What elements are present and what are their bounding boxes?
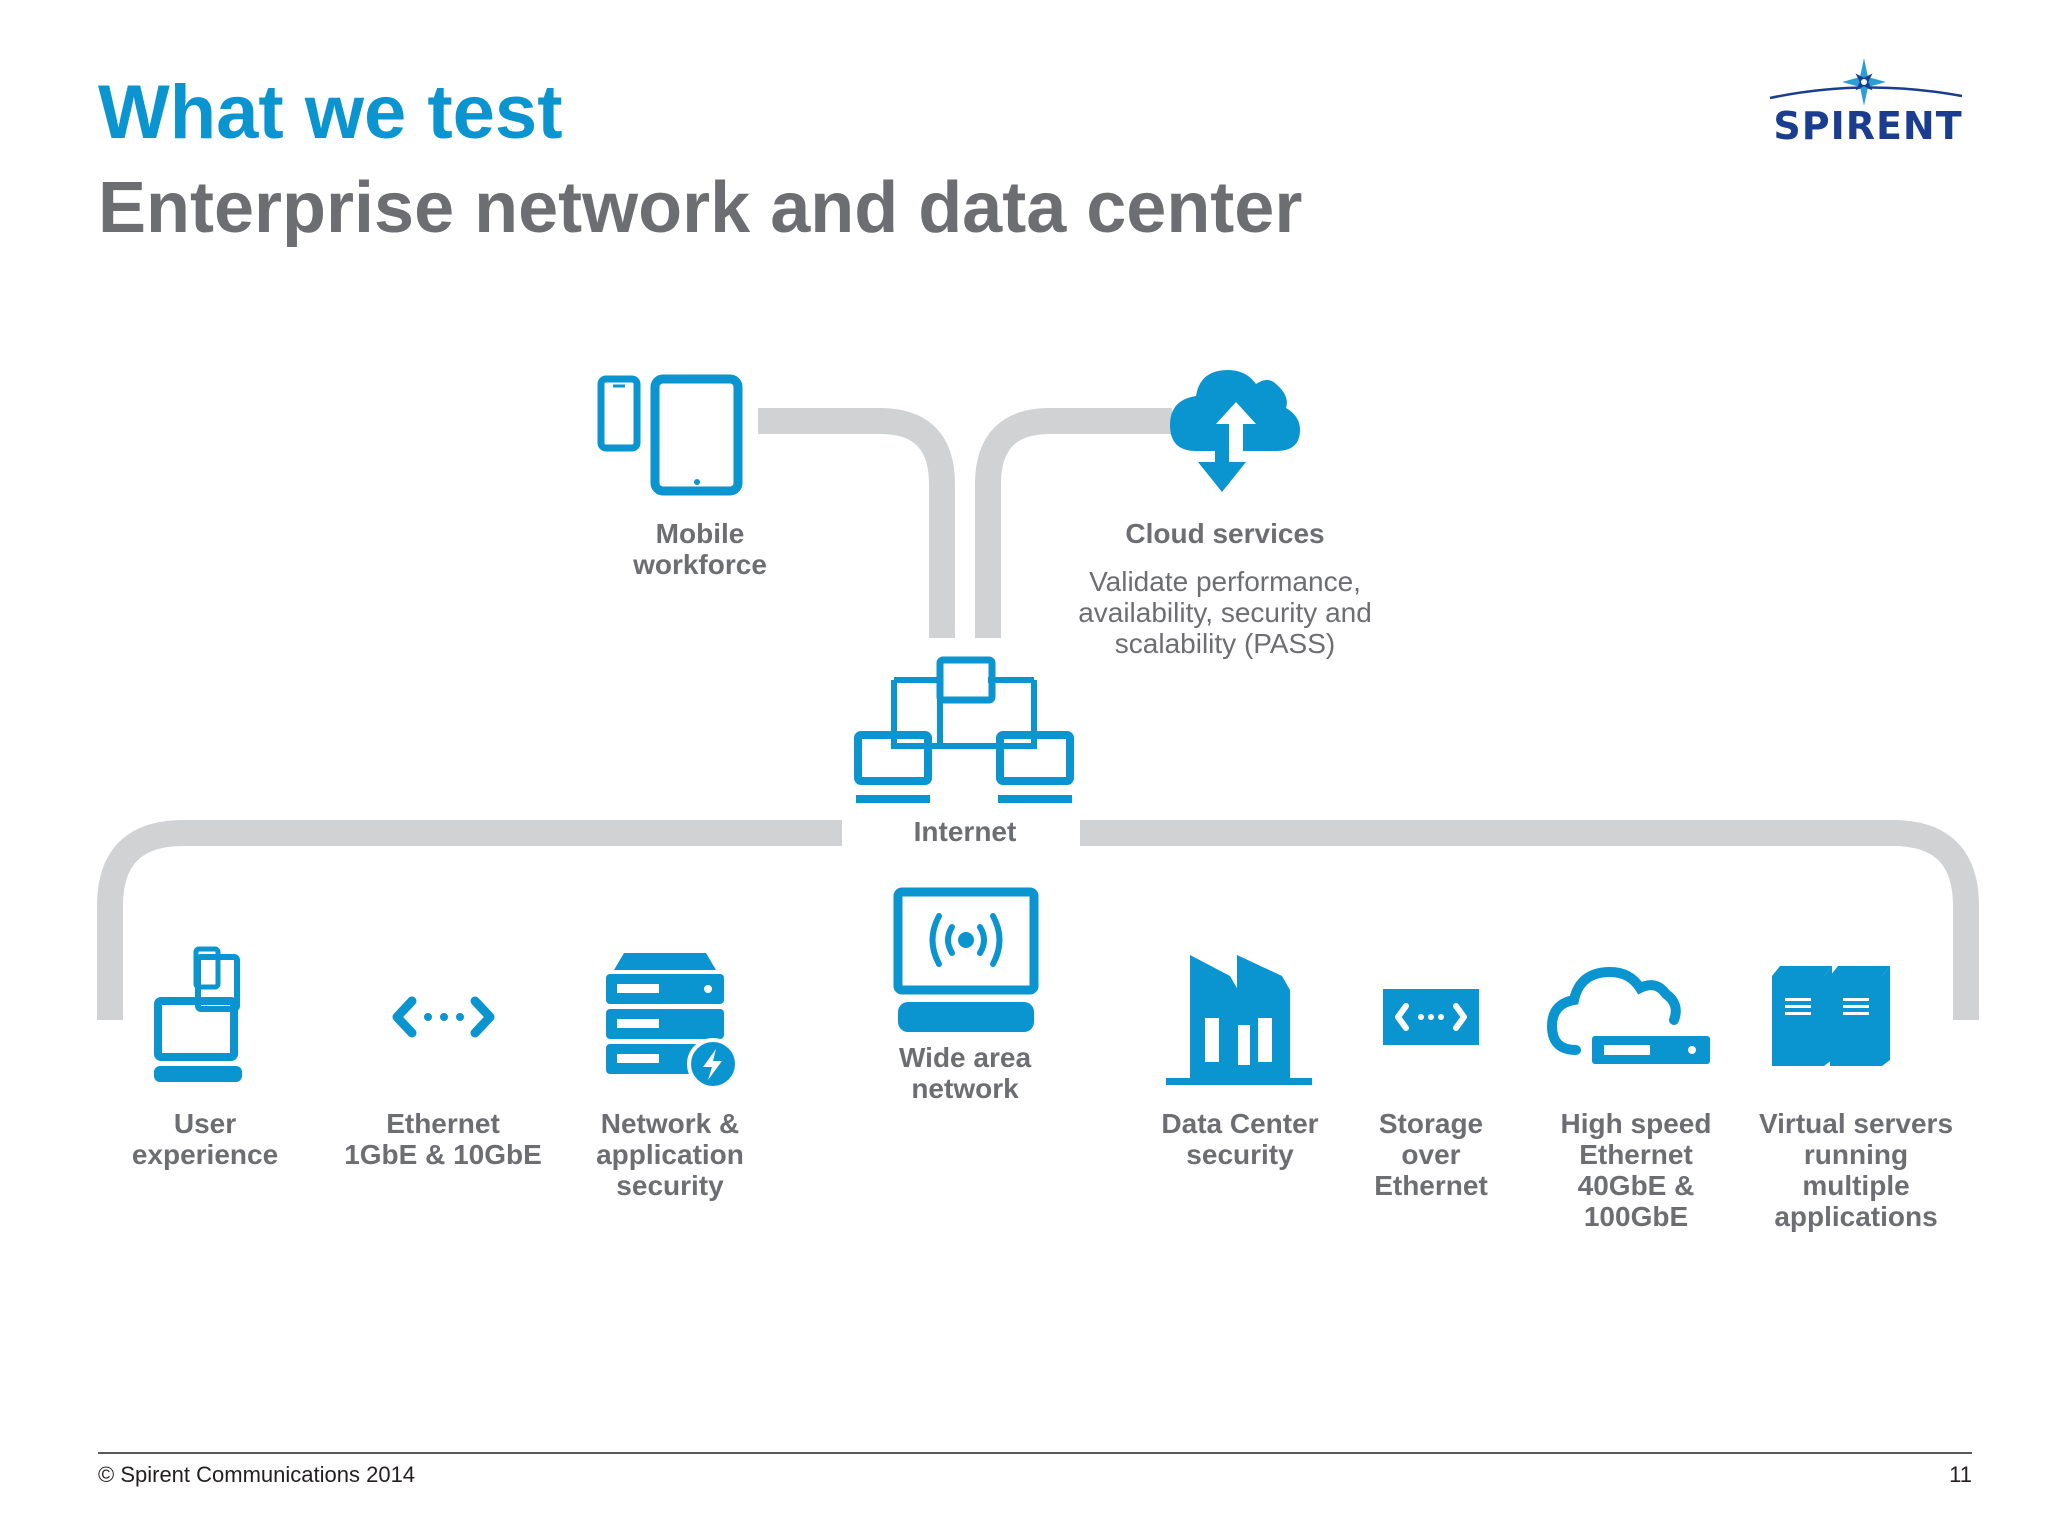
user-devices-icon (154, 946, 242, 1082)
virtual-servers-icon (1772, 966, 1890, 1066)
network-security-label: Network & application security (596, 1108, 744, 1201)
security-server-icon (606, 953, 739, 1090)
cloud-services-label: Cloud services (1125, 518, 1325, 549)
data-center-security-label: Data Center security (1161, 1108, 1319, 1170)
mobile-workforce-label: Mobile workforce (633, 518, 767, 580)
network-computers-icon (854, 656, 1074, 803)
footer-copyright: © Spirent Communications 2014 (98, 1462, 416, 1487)
cloud-network-icon (1546, 966, 1710, 1064)
wide-area-network-label: Wide area network (898, 1042, 1032, 1104)
logo-text: SPIRENT (1773, 104, 1963, 148)
ethernet-label: Ethernet 1GbE & 10GbE (344, 1108, 542, 1170)
footer-divider (98, 1452, 1972, 1454)
storage-over-ethernet-label: Storage over Ethernet (1374, 1108, 1488, 1201)
slide-subtitle: Enterprise network and data center (98, 168, 1303, 248)
high-speed-ethernet-label: High speed Ethernet 40GbE & 100GbE (1560, 1108, 1712, 1232)
spirent-logo: SPIRENT (1756, 56, 1972, 152)
cloud-upload-download-icon (1170, 370, 1300, 492)
logo-star-icon (1769, 58, 1963, 106)
wireless-laptop-icon (893, 887, 1039, 1032)
ethernet-arrows-icon (392, 996, 495, 1038)
connector-lines (97, 408, 1979, 1020)
slide-title: What we test (98, 70, 563, 155)
internet-label: Internet (913, 816, 1017, 847)
mobile-devices-icon (597, 374, 743, 496)
cloud-services-description: Validate performance, availability, secu… (1078, 566, 1372, 659)
storage-ethernet-icon (1383, 989, 1479, 1045)
virtual-servers-label: Virtual servers running multiple applica… (1758, 1108, 1954, 1232)
user-experience-label: User experience (131, 1108, 279, 1170)
data-center-buildings-icon (1166, 955, 1312, 1085)
page-number: 11 (1949, 1462, 1972, 1487)
